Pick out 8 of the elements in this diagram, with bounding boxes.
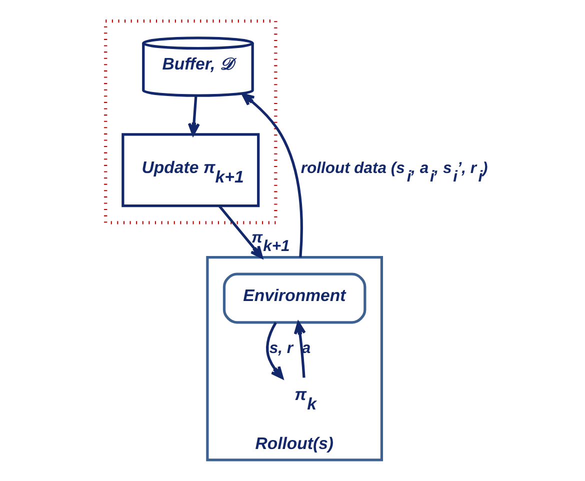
arrow <box>218 205 262 259</box>
arrow <box>187 96 200 136</box>
arrow <box>241 93 302 258</box>
cluster <box>104 20 277 224</box>
edge-label: s, r <box>268 340 293 357</box>
arrow <box>293 321 306 378</box>
arrow <box>266 322 283 380</box>
node-box: Environment <box>222 272 366 324</box>
